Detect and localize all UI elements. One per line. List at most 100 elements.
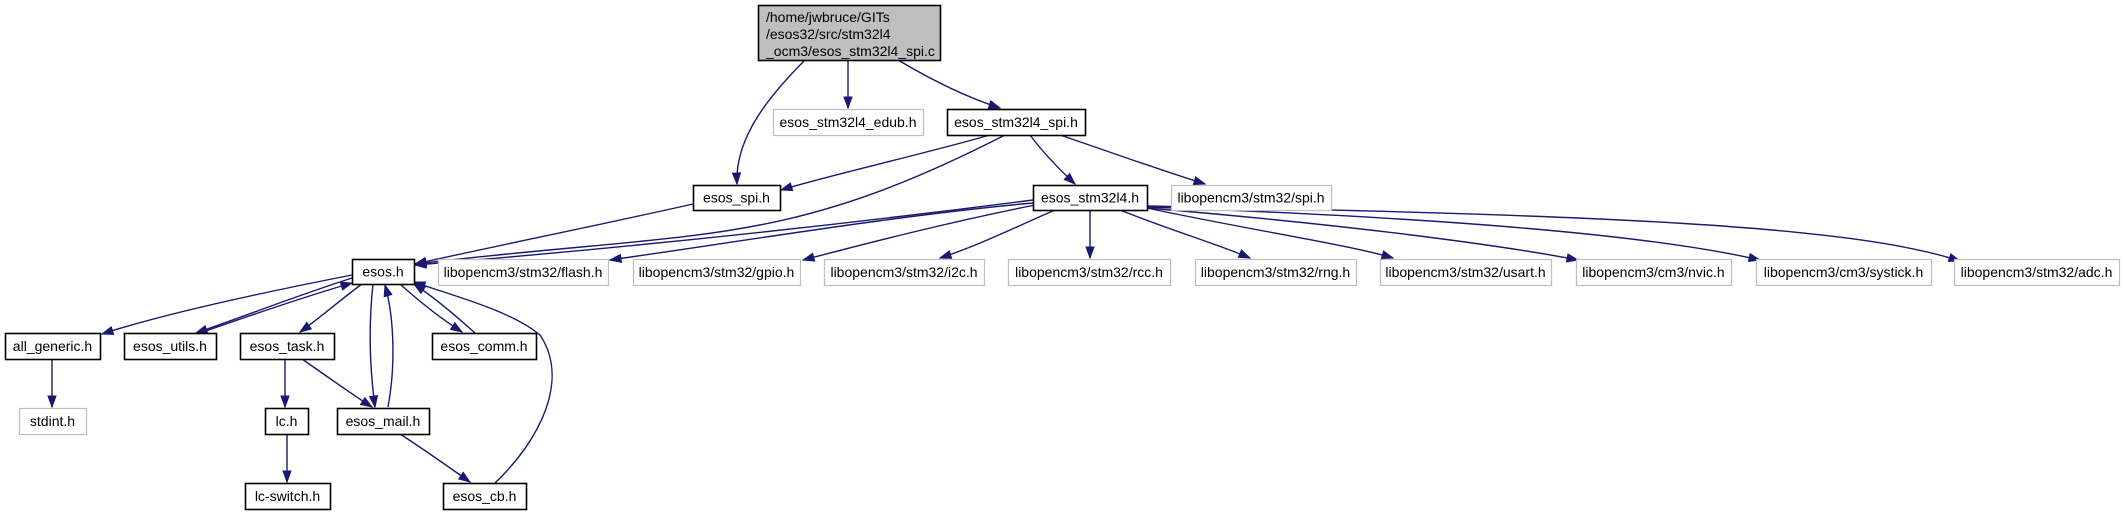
node-edub: esos_stm32l4_edub.h (772, 108, 925, 137)
arrowhead-icon (987, 100, 1002, 109)
node-box (239, 332, 336, 361)
edge-root-to-esos_spi (731, 59, 806, 186)
edge-line (414, 199, 1034, 266)
node-task[interactable]: esos_task.h (239, 332, 336, 361)
edge-l4-to-rng (1119, 209, 1252, 259)
edge-line (369, 283, 376, 408)
edge-line (780, 134, 991, 191)
node-l4[interactable]: esos_stm32l4.h (1032, 184, 1149, 212)
node-box (823, 258, 986, 287)
edge-cb-to-esos (412, 281, 553, 484)
node-label: esos_spi.h (703, 190, 770, 206)
node-label: all_generic.h (13, 338, 92, 354)
edge-lc-to-lcswitch (282, 434, 292, 484)
edge-task-to-lc (280, 359, 290, 409)
node-box (692, 184, 782, 212)
edge-esos-to-comm (399, 283, 464, 333)
node-label: esos_mail.h (346, 413, 421, 429)
edge-line (199, 282, 353, 334)
node-label: esos_stm32l4.h (1041, 190, 1139, 206)
edge-l4spi-to-spi (1059, 134, 1207, 186)
node-rcc: libopencm3/stm32/rcc.h (1007, 258, 1172, 287)
node-utils[interactable]: esos_utils.h (123, 332, 218, 361)
node-box (437, 258, 610, 287)
node-box (244, 482, 332, 511)
edge-line (413, 281, 553, 484)
node-label: libopencm3/stm32/usart.h (1385, 264, 1545, 280)
arrowhead-icon (47, 395, 57, 409)
edge-mail-to-esos (383, 283, 394, 408)
arrowhead-icon (1063, 172, 1077, 185)
edge-l4spi-to-l4 (1029, 134, 1077, 185)
arrowhead-icon (368, 394, 379, 409)
node-label: esos_stm32l4_edub.h (780, 114, 917, 130)
edge-all_generic-to-stdint (47, 358, 57, 409)
edge-l4-to-esos (413, 199, 1034, 269)
node-box (351, 258, 416, 286)
arrowhead-icon (412, 281, 427, 291)
edge-line (414, 203, 694, 265)
node-cb[interactable]: esos_cb.h (442, 482, 528, 511)
node-usart: libopencm3/stm32/usart.h (1379, 258, 1553, 287)
arrowhead-icon (1192, 176, 1207, 186)
edge-line (301, 358, 373, 408)
node-box (123, 332, 218, 361)
node-label: libopencm3/stm32/flash.h (444, 264, 603, 280)
node-label: esos_comm.h (440, 338, 527, 354)
arrowhead-icon (100, 325, 115, 335)
arrowhead-icon (457, 471, 472, 483)
arrowhead-icon (449, 321, 464, 333)
node-box (336, 407, 431, 436)
node-label: libopencm3/stm32/spi.h (1177, 190, 1324, 206)
arrowhead-icon (1237, 249, 1252, 259)
arrowhead-icon (383, 283, 393, 298)
node-box (632, 258, 802, 287)
node-i2c: libopencm3/stm32/i2c.h (823, 258, 986, 287)
edge-line (1146, 207, 1579, 261)
arrowhead-icon (1085, 246, 1095, 260)
arrowhead-icon (801, 252, 816, 262)
node-label: libopencm3/stm32/rng.h (1201, 264, 1350, 280)
nodes-layer: /home/jwbruce/GITs/esos32/src/stm32l4_oc… (4, 4, 2121, 511)
node-label: libopencm3/cm3/systick.h (1764, 264, 1924, 280)
node-box (757, 4, 942, 62)
arrowhead-icon (1565, 253, 1580, 263)
edge-line (897, 59, 1001, 109)
node-mail[interactable]: esos_mail.h (336, 407, 431, 436)
node-esos[interactable]: esos.h (351, 258, 416, 286)
edge-line (939, 209, 1056, 259)
node-lc[interactable]: lc.h (264, 407, 310, 436)
node-nvic: libopencm3/cm3/nvic.h (1575, 258, 1733, 287)
node-all-generic[interactable]: all_generic.h (4, 332, 102, 361)
edge-task-to-mail (301, 358, 374, 408)
node-label: libopencm3/stm32/gpio.h (639, 264, 795, 280)
node-label: esos_cb.h (453, 488, 517, 504)
arrowhead-icon (608, 253, 623, 264)
node-label: lc-switch.h (255, 488, 320, 504)
node-lcswitch[interactable]: lc-switch.h (244, 482, 332, 511)
edge-line (195, 277, 353, 334)
edge-line (299, 283, 363, 333)
node-label: libopencm3/stm32/i2c.h (830, 264, 977, 280)
node-label: libopencm3/cm3/nvic.h (1582, 264, 1724, 280)
node-l4spi[interactable]: esos_stm32l4_spi.h (946, 108, 1087, 137)
node-stdint: stdint.h (18, 407, 88, 436)
node-label: libopencm3/stm32/adc.h (1961, 264, 2113, 280)
edge-mail-to-cb (399, 433, 472, 483)
edge-line (1119, 209, 1251, 259)
edge-line (399, 283, 463, 333)
edge-line (609, 202, 1034, 261)
node-box (1032, 184, 1149, 212)
node-esos-spi[interactable]: esos_spi.h (692, 184, 782, 212)
node-label: esos_task.h (250, 338, 325, 354)
node-comm[interactable]: esos_comm.h (431, 332, 538, 361)
node-label: esos_utils.h (133, 338, 207, 354)
arrowhead-icon (1380, 250, 1395, 260)
node-box (1953, 258, 2121, 287)
node-box (431, 332, 538, 361)
node-box (264, 407, 310, 436)
edge-l4-to-i2c (938, 209, 1056, 259)
edge-comm-to-esos (412, 283, 476, 334)
node-root[interactable]: /home/jwbruce/GITs/esos32/src/stm32l4_oc… (757, 4, 942, 62)
